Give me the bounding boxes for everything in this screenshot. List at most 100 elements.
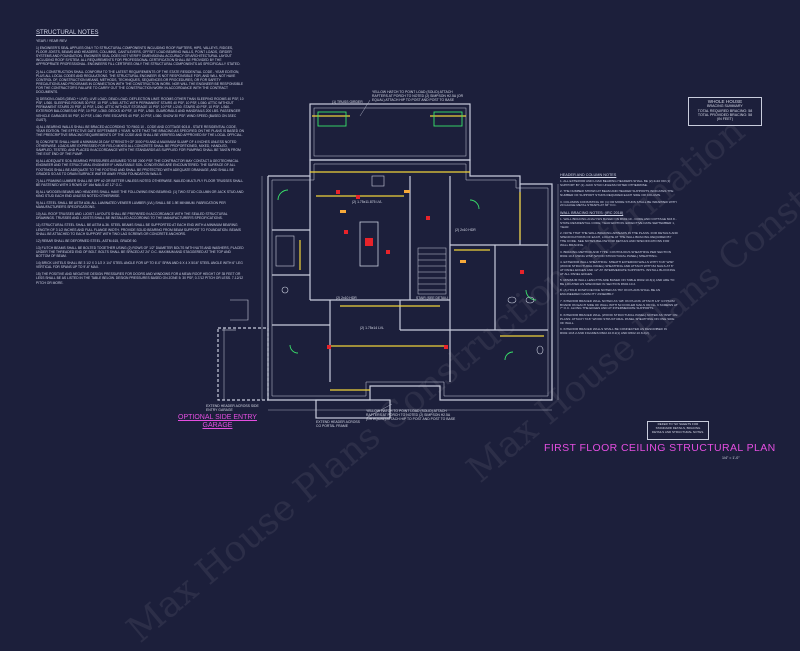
callout-stair: STAIR (SEE DETAIL) xyxy=(416,296,448,300)
post xyxy=(386,250,390,254)
drawing-sheet: Max House Plans Construction Information… xyxy=(36,0,800,651)
callout-text: (2) 2x10 HDR xyxy=(336,296,357,300)
post xyxy=(327,345,331,349)
right-note-item: 8. INTERIOR BRACED WALL (WOOD STRUCTURAL… xyxy=(560,312,678,325)
right-note-item: 3. BRACING METHOD AND TYPE: CONTINUOUS S… xyxy=(560,249,671,258)
callout-text: EXTEND HEADER ACROSS CO PORTAL FRAME xyxy=(316,420,360,428)
side-garage-outline xyxy=(217,327,269,401)
exterior-wall-inner xyxy=(271,163,549,397)
ref-line: DETAILS AND STRUCTURAL NOTES. xyxy=(651,429,705,434)
callout-text: (2) 1.75x11.875 LVL xyxy=(352,200,383,204)
ref-line: REFER TO 'S0' SHEETS FOR xyxy=(657,422,699,426)
door-symbol xyxy=(433,111,463,127)
note-paragraph: 15) THE POSITIVE AND NEGATIVE DESIGN PRE… xyxy=(36,272,244,285)
right-note-item: 9. INTERIOR BRACED WALLS SHALL BE CONNEC… xyxy=(560,327,667,335)
right-note-item: 2. THE NUMBER SHOWN AT BEAM AND HEADER S… xyxy=(560,189,674,198)
note-paragraph: 13) FLITCH BEAMS SHALL BE BOLTED TOGETHE… xyxy=(36,245,244,259)
note-paragraph: 10) ALL ROOF TRUSSES AND I-JOIST LAYOUTS… xyxy=(36,212,228,221)
note-paragraph: 6) ALL ADEQUATE SOIL BEARING PRESSURES A… xyxy=(36,159,239,176)
callout-text: EXTEND HEADER ACROSS SIDE ENTRY GARAGE xyxy=(206,404,259,412)
note-paragraph: 5) CONCRETE SHALL HAVE A MINIMUM 28 DAY … xyxy=(36,139,241,157)
door-swing xyxy=(289,344,299,354)
door-swing xyxy=(469,199,480,210)
callout-garage-top: (1) TRUSS GIRDER xyxy=(332,100,363,104)
callout-garage-bottom: EXTEND HEADER ACROSS SIDE ENTRY GARAGE xyxy=(206,404,266,412)
ref-line: STANDARD DETAILS, BRACING xyxy=(655,425,701,430)
brace-box-line: BRACING SUMMARY xyxy=(707,104,743,109)
plan-title: FIRST FLOOR CEILING STRUCTURAL PLAN xyxy=(544,442,776,454)
door-swing xyxy=(525,289,537,301)
post xyxy=(356,195,360,199)
leader-line xyxy=(359,99,371,117)
callout-text: (2) 1.75x14 LVL xyxy=(360,326,384,330)
header-mark xyxy=(404,190,410,193)
range xyxy=(371,175,385,187)
note-paragraph: 12) REBAR SHALL BE DEFORMED STEEL, ASTM-… xyxy=(36,238,138,243)
right-note-item: 6. (A) HOLD DOWN DEVICE NOTED AS 'HD' ON… xyxy=(560,288,661,297)
note-paragraph: 1) ENGINEER'S SEAL APPLIES ONLY TO STRUC… xyxy=(36,46,241,67)
toilet xyxy=(281,286,289,294)
notes-title: STRUCTURAL NOTES xyxy=(36,30,99,36)
header-mark xyxy=(340,210,346,213)
floor-plan xyxy=(217,99,559,419)
note-paragraph: 3) DESIGN LOADS (DEAD + LIVE): LIVE LOAD… xyxy=(36,97,244,122)
reference-box: REFER TO 'S0' SHEETS FOR STANDARD DETAIL… xyxy=(647,421,709,440)
note-paragraph: 7) ALL FRAMING LUMBER SHALL BE SPF #2 OR… xyxy=(36,178,244,187)
section-detail xyxy=(230,299,249,321)
callout-text: YELLOW HATCH TO POINT LOAD (SOLID) ATTAC… xyxy=(372,90,464,102)
door-swing xyxy=(277,189,289,201)
rear-porch-inner xyxy=(313,107,467,157)
sink xyxy=(525,296,535,304)
side-entry-label: OPTIONAL SIDE ENTRY GARAGE xyxy=(178,414,257,430)
brace-box-title: WHOLE HOUSE xyxy=(707,99,743,104)
toilet xyxy=(536,345,544,355)
leader-line xyxy=(365,403,393,419)
callout-porch: EXTEND HEADER ACROSS CO PORTAL FRAME xyxy=(316,420,364,428)
right-note-item: 3. COLUMNS CONSISTING OF (1) OR MORE STU… xyxy=(560,199,677,208)
brace-box-line: (IN FEET) xyxy=(716,117,734,122)
note-paragraph: 2) ALL CONSTRUCTION SHALL CONFORM TO THE… xyxy=(36,69,244,95)
plan-scale: 1/4" = 1'-0" xyxy=(722,456,740,460)
note-paragraph: 14) BRICK LINTELS SHALL BE 3 1/2 X 3 1/2… xyxy=(36,261,243,270)
brace-box-line: TOTAL PROVIDED BRACING: 58 xyxy=(697,112,753,117)
front-porch xyxy=(315,399,391,419)
kitchen-island-dot xyxy=(365,238,373,246)
door-swing xyxy=(504,351,514,361)
right-note-item: 1. WALL BRACING ANALYSIS BASED ON R602.1… xyxy=(560,217,677,230)
post xyxy=(426,216,430,220)
note-paragraph: 11) STRUCTURAL STEEL SHALL BE ASTM A-36.… xyxy=(36,223,241,236)
note-paragraph: 8) ALL WOODEN BEAMS AND HEADERS SHALL HA… xyxy=(36,189,244,198)
right-note-item: 5. MINIMUM WALL LENGTHS ARE BASED ON TAB… xyxy=(560,278,675,286)
callout-text: STAIR (SEE DETAIL) xyxy=(416,296,449,300)
callout-great: (2) 1.75x14 LVL xyxy=(360,326,384,330)
tub xyxy=(275,235,295,267)
side-entry-line1: OPTIONAL SIDE ENTRY xyxy=(178,414,257,421)
post xyxy=(444,345,448,349)
side-entry-line2: GARAGE xyxy=(202,422,233,429)
right-note-item: 1. ALL EXTERIOR AND LOAD BEARING HEADERS… xyxy=(560,178,671,187)
callout-hall: (2) 2x10 HDR xyxy=(336,296,357,300)
sink xyxy=(507,296,517,304)
callout-text: (2) 2x10 HDR xyxy=(455,228,476,232)
header-mark xyxy=(460,260,466,263)
right-notes-heading: HEADER AND COLUMN NOTES xyxy=(560,173,617,177)
post xyxy=(344,230,348,234)
right-note-item: 2. NOTE THAT THE WALL BRACING APPEARS IN… xyxy=(560,231,678,248)
note-paragraph: 4) ALL BEARING WALLS SHALL BE BRACED ACC… xyxy=(36,124,244,137)
post xyxy=(520,270,524,274)
callout-text: YELLOW HATCH TO POINT LOAD (SOLID) ATTAC… xyxy=(366,409,456,421)
exterior-wall xyxy=(267,159,553,401)
callout-dining: (2) 2x10 HDR xyxy=(455,228,476,232)
callout-text: (1) TRUSS GIRDER xyxy=(332,100,363,104)
callout-top: YELLOW HATCH TO POINT LOAD (SOLID) ATTAC… xyxy=(372,90,464,102)
structural-notes: STRUCTURAL NOTES YEAR / YEAR REV 1) ENGI… xyxy=(36,30,244,288)
door-symbol xyxy=(317,111,347,127)
right-notes-heading: WALL BRACING NOTES: (IRC 2018) xyxy=(560,211,624,216)
right-notes: HEADER AND COLUMN NOTES 1. ALL EXTERIOR … xyxy=(560,170,678,338)
whole-house-bracing-box: WHOLE HOUSE BRACING SUMMARY TOTAL REQUIR… xyxy=(688,97,762,126)
post xyxy=(336,190,340,194)
kitchen-island xyxy=(359,221,379,267)
right-note-item: 7. INTERIOR BRACED WALL NOTED AS 'GB' ON… xyxy=(560,298,678,311)
brace-box-line: TOTAL REQUIRED BRACING: 58 xyxy=(697,108,753,113)
callout-kitchen: (2) 1.75x11.875 LVL xyxy=(352,200,382,204)
